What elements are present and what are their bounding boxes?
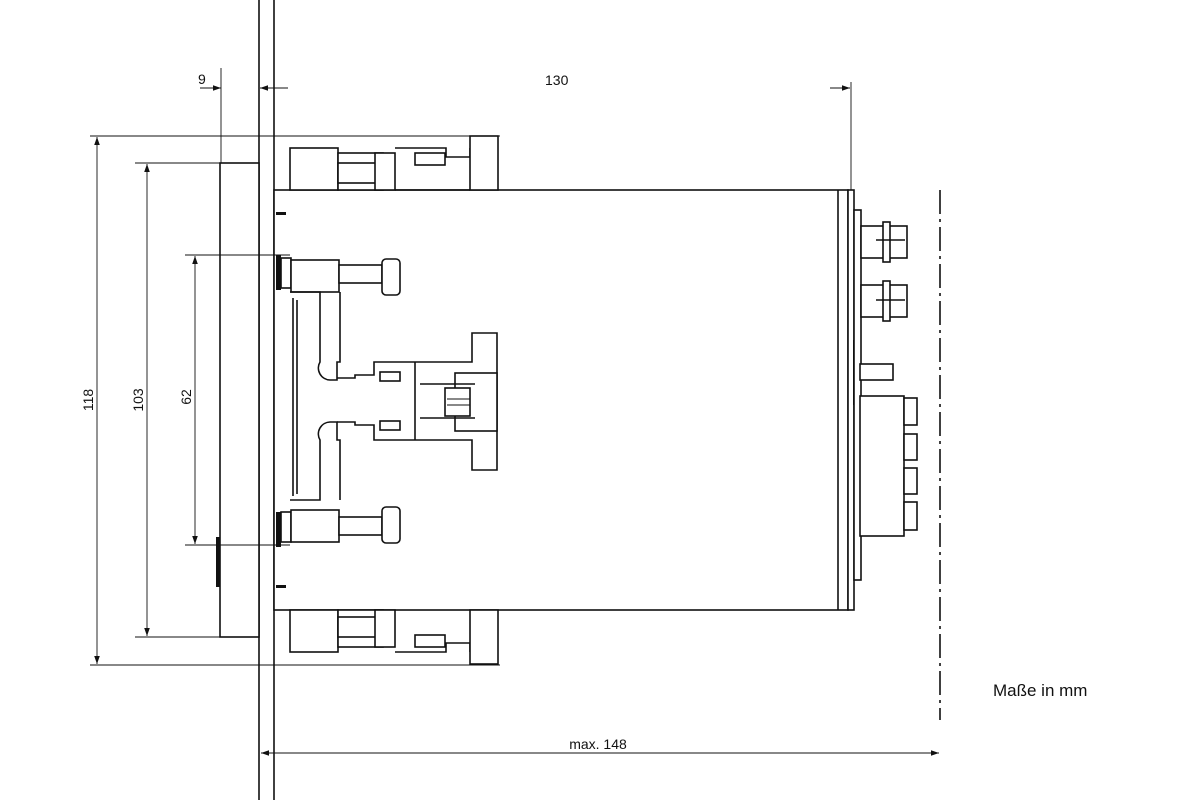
dim-max-depth: max. 148 — [261, 736, 939, 756]
rear-terminals — [847, 189, 918, 611]
dim-label-max-148: max. 148 — [569, 736, 627, 752]
housing — [273, 189, 849, 611]
fiber-connector-top — [860, 221, 908, 263]
dim-bezel-depth: 9 — [198, 68, 288, 163]
fixing-screw-bottom — [276, 506, 401, 547]
dim-bezel-height: 103 — [130, 162, 220, 638]
mounting-panel — [258, 0, 275, 800]
ground-screw — [859, 363, 894, 381]
front-bezel — [216, 162, 260, 638]
dim-label-9: 9 — [198, 71, 206, 87]
units-note: Maße in mm — [993, 681, 1087, 700]
fixing-screw-top — [276, 255, 401, 296]
dim-label-62: 62 — [178, 389, 194, 405]
latch-mechanism — [290, 291, 498, 501]
dim-label-103: 103 — [130, 388, 146, 412]
bottom-clamp — [289, 609, 499, 665]
terminal-block — [859, 395, 918, 537]
dim-label-130: 130 — [545, 72, 569, 88]
fiber-connector-bottom — [860, 280, 908, 322]
dim-label-118: 118 — [80, 389, 96, 412]
dim-screw-spacing: 62 — [178, 254, 290, 546]
dim-housing-depth: 130 — [545, 72, 852, 190]
dim-overall-height: 118 — [80, 135, 500, 666]
top-clamp — [289, 135, 499, 191]
